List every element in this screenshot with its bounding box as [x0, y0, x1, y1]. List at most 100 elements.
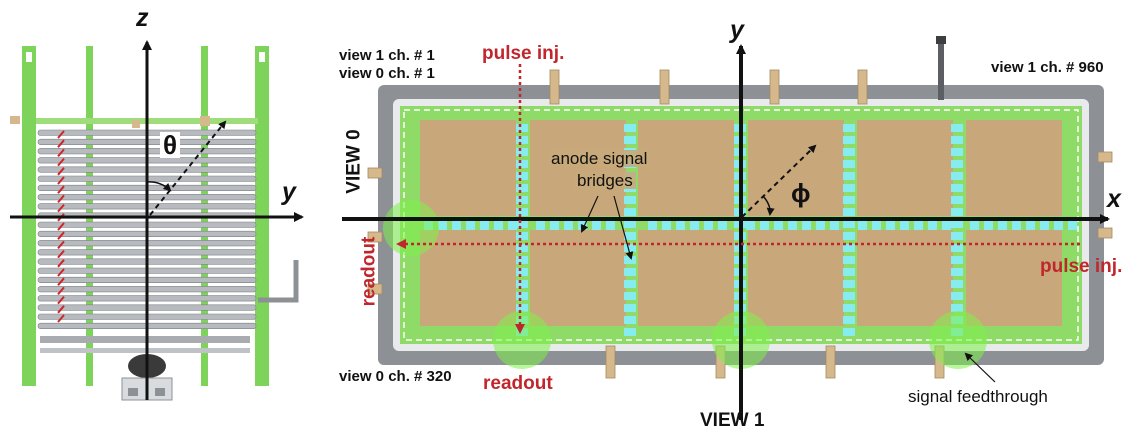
bridge-segment [951, 136, 963, 144]
readout-left-label: readout [358, 236, 380, 307]
anode-bridges-line1: anode signal [548, 150, 651, 167]
bridge-segment [624, 256, 636, 264]
bridge-segment [998, 219, 1007, 230]
view1-label: VIEW 1 [700, 410, 765, 431]
bridge-segment [466, 219, 475, 230]
bridge-segment [843, 316, 855, 324]
bridge-segment [951, 160, 963, 168]
bridge-segment [900, 219, 909, 230]
bridge-segment [951, 196, 963, 204]
feedthrough-pointer [964, 352, 996, 383]
bridge-segment [516, 196, 528, 204]
bottom-left-channel: view 0 ch. # 320 [339, 368, 452, 385]
bridge-segment [516, 292, 528, 300]
bridge-segment [951, 256, 963, 264]
side-view [10, 40, 304, 401]
anode-pad [857, 230, 953, 326]
bridge-segment [516, 256, 528, 264]
y-axis-label-right: y [730, 16, 744, 44]
connector-left [367, 283, 383, 295]
bridge-segment [508, 219, 517, 230]
bridge-segment [843, 160, 855, 168]
theta-direction [149, 120, 227, 216]
bridge-segment [494, 219, 503, 230]
bridge-segment [624, 292, 636, 300]
anode-pad [420, 120, 516, 216]
top-right-channel: view 1 ch. # 960 [991, 59, 1104, 76]
bridge-segment [592, 219, 601, 230]
red-mark [57, 286, 65, 296]
anode-pointer-1 [580, 195, 599, 233]
red-mark [57, 259, 65, 268]
bridge-segment [942, 219, 951, 230]
anode-pointer-2 [613, 195, 634, 260]
red-mark [57, 249, 65, 259]
connector-top [549, 69, 560, 105]
red-mark [57, 157, 65, 167]
anode-pad [966, 230, 1062, 326]
bridge-segment [550, 219, 559, 230]
bridge-segment [843, 232, 855, 240]
bridge-segment [951, 292, 963, 300]
bridge-segment [914, 219, 923, 230]
bridge-segment [746, 219, 755, 230]
anode-pad [638, 230, 734, 326]
view0-label: VIEW 0 [343, 129, 365, 194]
bridge-segment [480, 219, 489, 230]
bridge-segment [624, 244, 636, 252]
red-mark [57, 314, 65, 323]
bridge-segment [843, 328, 855, 336]
red-mark [57, 277, 65, 286]
bridge-segment [984, 219, 993, 230]
bridge-segment [648, 219, 657, 230]
anode-pad [638, 120, 734, 216]
bridge-segment [438, 219, 447, 230]
bridge-segment [516, 232, 528, 240]
bridge-segment [843, 256, 855, 264]
bridge-segment [886, 219, 895, 230]
bridge-segment [843, 280, 855, 288]
anode-pad [748, 120, 844, 216]
bridge-segment [802, 219, 811, 230]
bridge-segment [516, 136, 528, 144]
bridge-segment [1040, 219, 1049, 230]
connector-bottom [605, 345, 616, 379]
y-axis-label-left: y [282, 178, 296, 206]
bridge-segment [1054, 219, 1063, 230]
bridge-segment [951, 220, 963, 228]
bridge-segment [516, 184, 528, 192]
bridge-segment [843, 208, 855, 216]
bridge-segment [951, 124, 963, 132]
bridge-segment [516, 280, 528, 288]
bridge-segment [536, 219, 545, 230]
feedthrough-circle-left [383, 200, 439, 256]
red-mark [57, 268, 65, 277]
bridge-segment [970, 219, 979, 230]
red-mark [57, 176, 65, 185]
bridge-segment [624, 280, 636, 288]
connector-right [1097, 151, 1113, 163]
phi-direction [741, 144, 817, 218]
red-mark [57, 295, 65, 305]
red-mark [57, 240, 65, 250]
bridge-segment [624, 136, 636, 144]
bridge-segment [624, 220, 636, 228]
bridge-segment [624, 196, 636, 204]
red-mark [57, 139, 65, 148]
feedthrough-circle-bottom-1 [493, 311, 551, 369]
bridge-segment [951, 244, 963, 252]
red-mark [57, 203, 65, 213]
phi-label: ϕ [791, 178, 811, 208]
bridge-segment [516, 160, 528, 168]
bridge-segment [951, 268, 963, 276]
bridge-segment [843, 244, 855, 252]
bridge-segment [843, 136, 855, 144]
bridge-segment [452, 219, 461, 230]
bridge-segment [843, 196, 855, 204]
bridge-segment [676, 219, 685, 230]
connector-top [769, 69, 780, 105]
red-mark [57, 222, 65, 231]
top-view [342, 36, 1113, 420]
